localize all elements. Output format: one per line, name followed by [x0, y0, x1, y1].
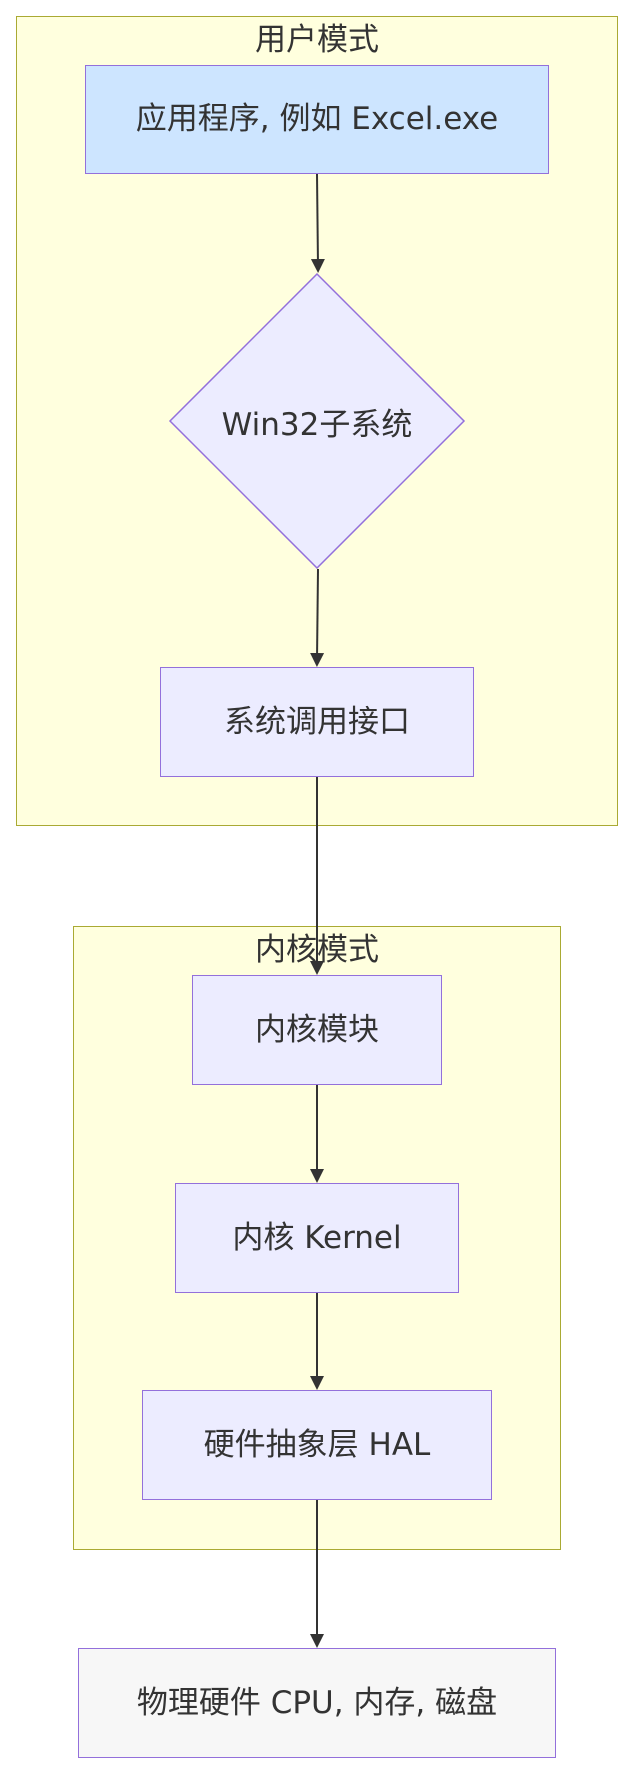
node-win32-subsystem[interactable]: Win32子系统 [168, 273, 466, 569]
node-application-label: 应用程序, 例如 Excel.exe [135, 101, 499, 137]
node-win32-label: Win32子系统 [221, 406, 413, 443]
node-kernel-module-label: 内核模块 [255, 1011, 379, 1048]
node-kernel[interactable]: 内核 Kernel [175, 1183, 459, 1293]
node-hardware-label: 物理硬件 CPU, 内存, 磁盘 [136, 1684, 498, 1721]
node-physical-hardware[interactable]: 物理硬件 CPU, 内存, 磁盘 [78, 1648, 556, 1758]
cluster-title-kernel-mode: 内核模式 [255, 932, 379, 968]
node-kernel-module[interactable]: 内核模块 [192, 975, 442, 1085]
cluster-title-user-mode: 用户模式 [255, 22, 379, 58]
decision-diamond-shape [168, 273, 466, 569]
node-hal[interactable]: 硬件抽象层 HAL [142, 1390, 492, 1500]
node-syscall-interface[interactable]: 系统调用接口 [160, 667, 474, 777]
node-application[interactable]: 应用程序, 例如 Excel.exe [85, 65, 549, 174]
node-kernel-label: 内核 Kernel [232, 1219, 402, 1256]
node-hal-label: 硬件抽象层 HAL [203, 1426, 431, 1463]
node-syscall-label: 系统调用接口 [224, 703, 410, 740]
